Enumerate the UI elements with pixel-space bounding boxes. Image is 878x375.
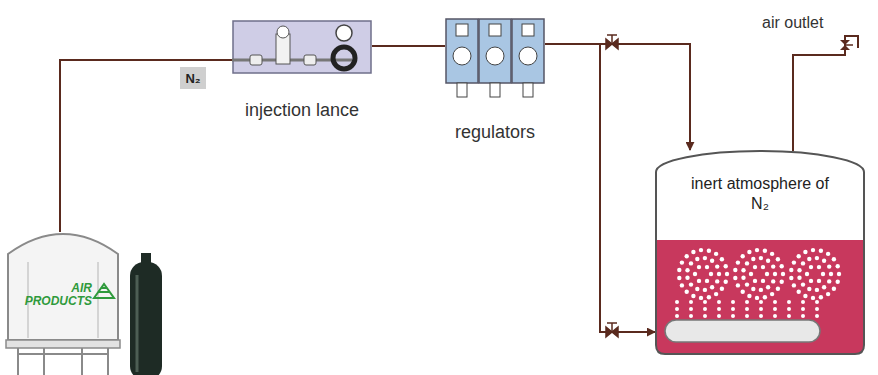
node-text: inert atmosphere of N₂: [690, 174, 830, 214]
injection-lance-panel: [232, 20, 372, 74]
gas-tag: N₂: [180, 67, 206, 89]
pipe-connector: [372, 45, 445, 47]
air-outlet-pipe: [793, 36, 858, 151]
storage-tank: AIR PRODUCTS: [4, 232, 122, 375]
process-tank: inert atmosphere of N₂: [655, 150, 865, 355]
valve-symbol: [606, 35, 618, 49]
node-text: injection lance: [212, 100, 392, 121]
pipe-connector: [60, 60, 232, 232]
regulator-bank: regulators: [445, 18, 545, 150]
regulator-panels: [445, 18, 545, 100]
gas-cylinder: [130, 253, 162, 375]
node-text: regulators: [415, 122, 575, 143]
node-text: AIR PRODUCTS: [10, 282, 92, 307]
injection-lance: injection lance: [232, 20, 372, 126]
valve-symbol: [606, 323, 618, 337]
pipe-connector: [545, 44, 690, 150]
pipe-connector: [545, 44, 655, 332]
outlet-label: air outlet: [762, 14, 823, 32]
